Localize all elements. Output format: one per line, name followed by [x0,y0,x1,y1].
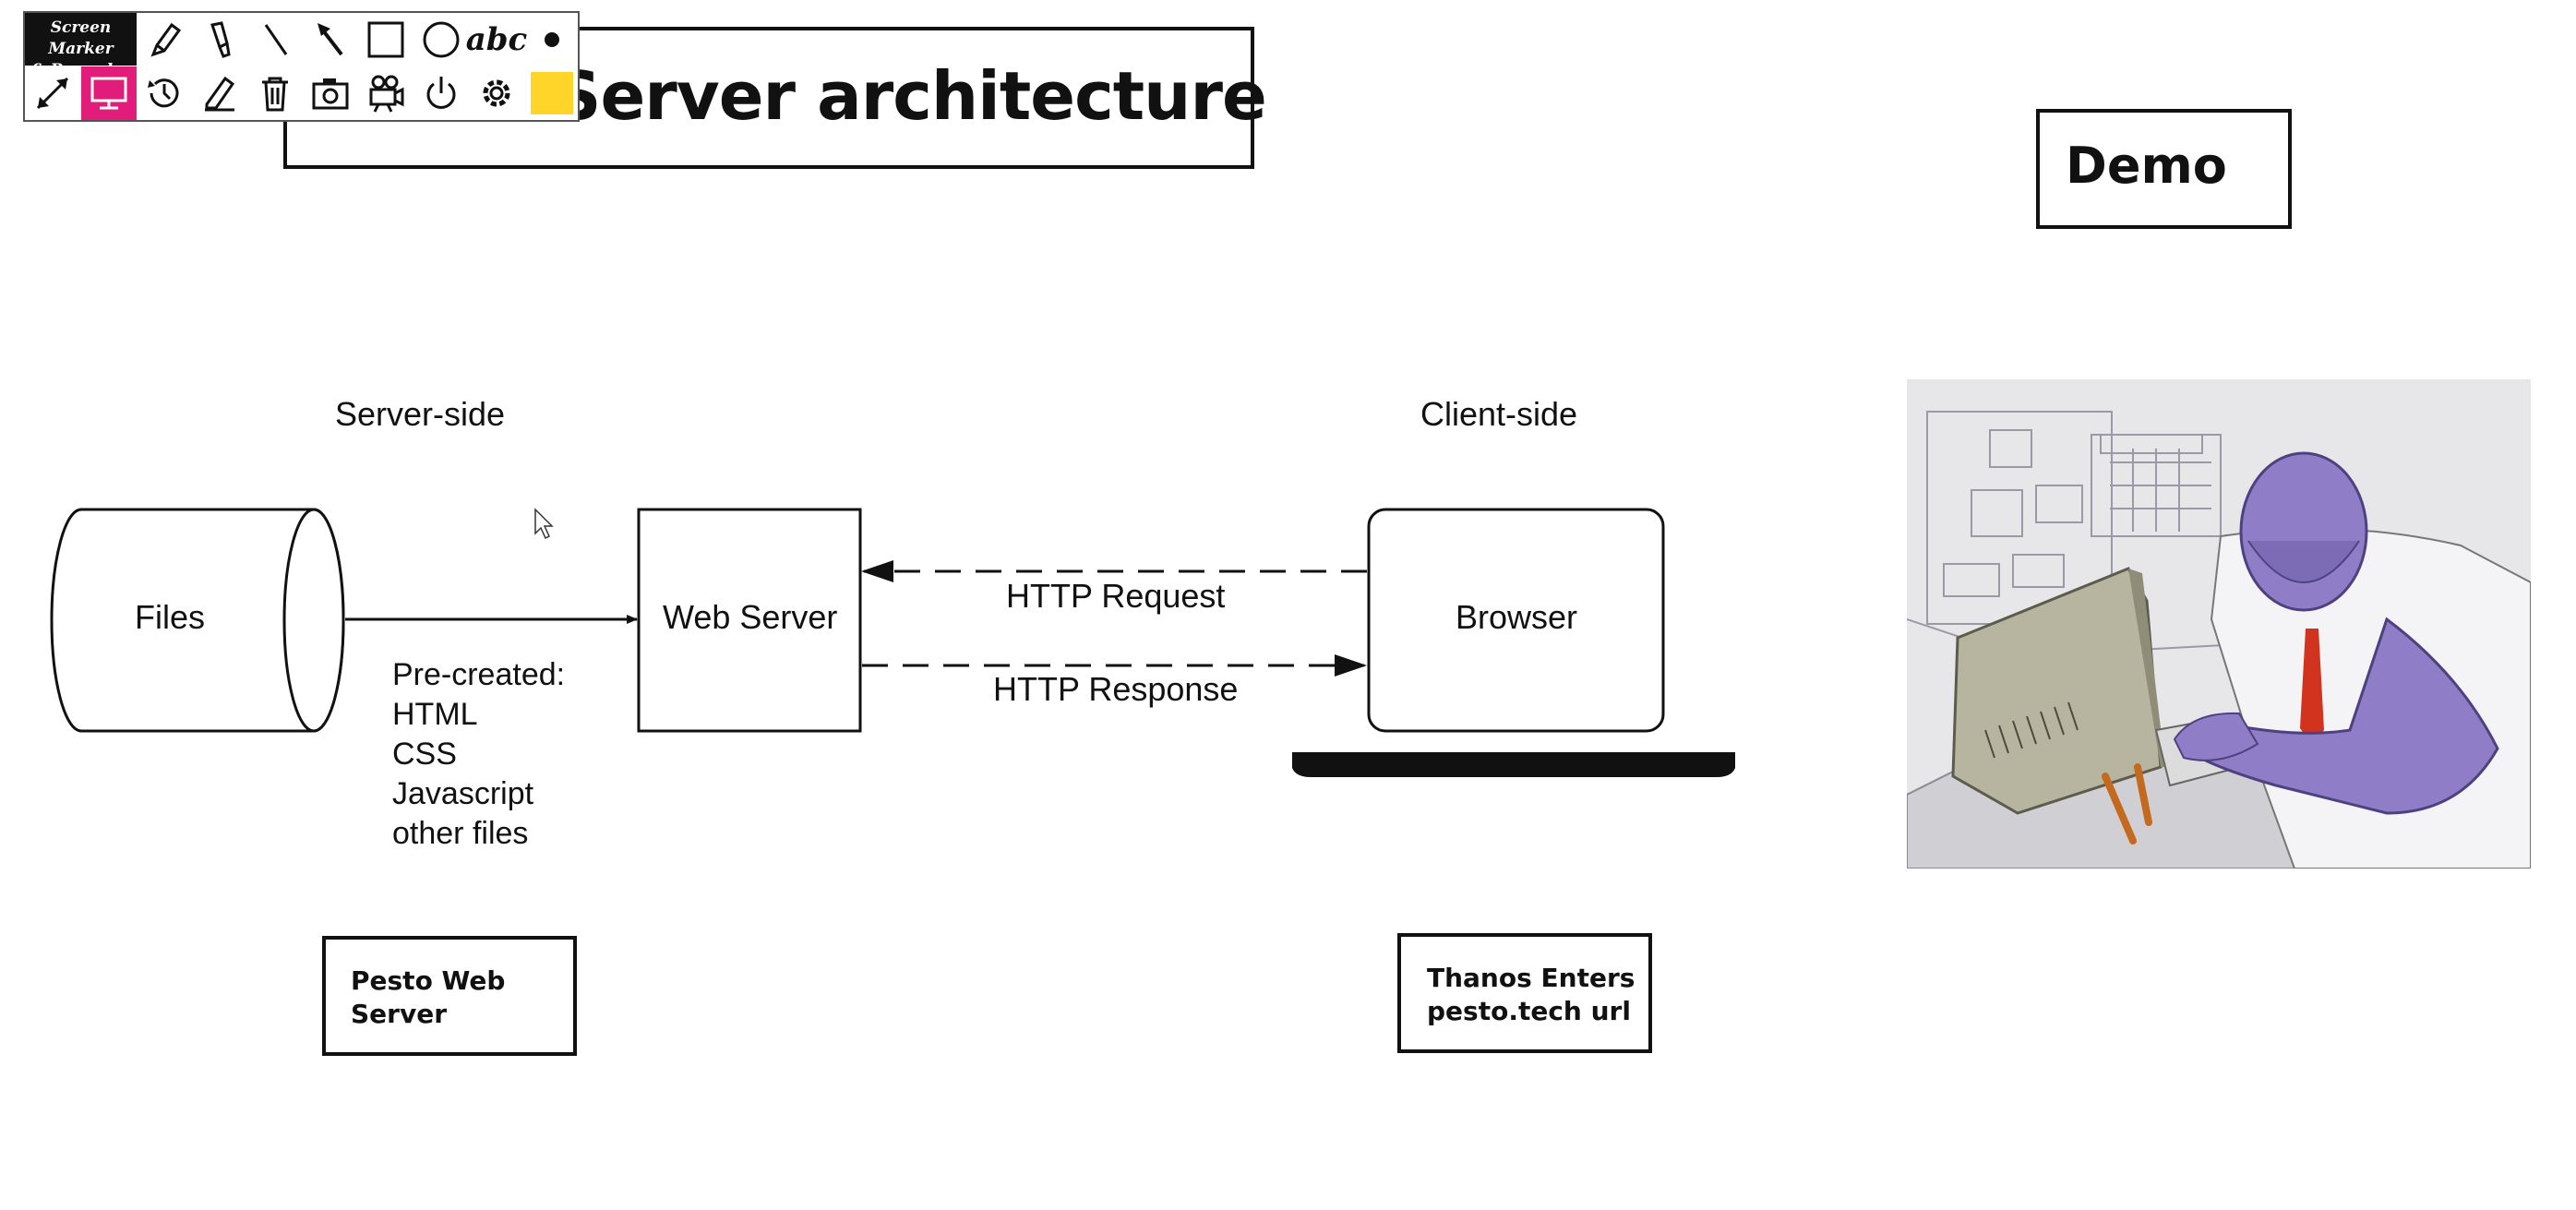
precreated-item: HTML [392,697,478,732]
browser-label: Browser [1456,598,1578,636]
pesto-web-server-label: Pesto Web Server [351,964,505,1031]
arrow-icon[interactable] [303,13,358,66]
thanos-line-1: Thanos Enters [1427,963,1635,993]
text-icon[interactable]: abc [465,21,528,58]
thanos-line-2: pesto.tech url [1427,996,1631,1026]
precreated-item: Javascript [392,776,534,811]
line-icon[interactable] [247,13,303,66]
settings-icon[interactable] [469,66,524,120]
web-server-label: Web Server [663,598,838,636]
screen-marker-logo: Screen Marker & Recorder [25,13,137,79]
history-icon[interactable] [137,66,192,120]
files-label: Files [135,598,206,636]
laptop-base [1292,752,1735,777]
precreated-heading: Pre-created: [392,657,566,692]
color-swatch-fill [531,72,573,114]
pesto-line-2: Server [351,999,448,1029]
client-side-label: Client-side [1420,395,1578,433]
precreated-item: other files [392,816,529,851]
power-icon[interactable] [413,66,469,120]
dot-size-icon[interactable] [524,13,580,66]
thanos-at-computer-illustration [1907,379,2531,869]
demo-label: Demo [2066,137,2227,195]
camera-icon[interactable] [303,66,358,120]
demo-box [2036,109,2292,229]
server-side-label: Server-side [335,395,506,433]
color-swatch[interactable] [524,66,580,120]
mouse-cursor-icon [534,508,554,540]
logo-line-1: Screen Marker [48,18,114,58]
trash-icon[interactable] [247,66,303,120]
pesto-line-1: Pesto Web [351,965,506,996]
web-server-node [637,508,862,733]
screen-icon[interactable] [81,66,137,120]
thanos-enters-label: Thanos Enters pesto.tech url [1427,962,1635,1028]
pesto-web-server-box [322,936,577,1056]
pencil-icon[interactable] [137,13,192,66]
http-request-label: HTTP Request [1006,577,1226,615]
files-cylinder [50,508,345,733]
browser-node [1367,508,1665,733]
precreated-item: CSS [392,737,457,772]
thanos-enters-box [1397,933,1652,1053]
circle-icon[interactable] [413,13,469,66]
highlighter-icon[interactable] [192,13,247,66]
http-response-label: HTTP Response [993,670,1239,708]
collapse-icon[interactable] [25,66,80,120]
rectangle-icon[interactable] [358,13,413,66]
eraser-icon[interactable] [192,66,247,120]
video-camera-icon[interactable] [358,66,413,120]
precreated-list: Pre-created: HTML CSS Javascript other f… [392,655,565,854]
